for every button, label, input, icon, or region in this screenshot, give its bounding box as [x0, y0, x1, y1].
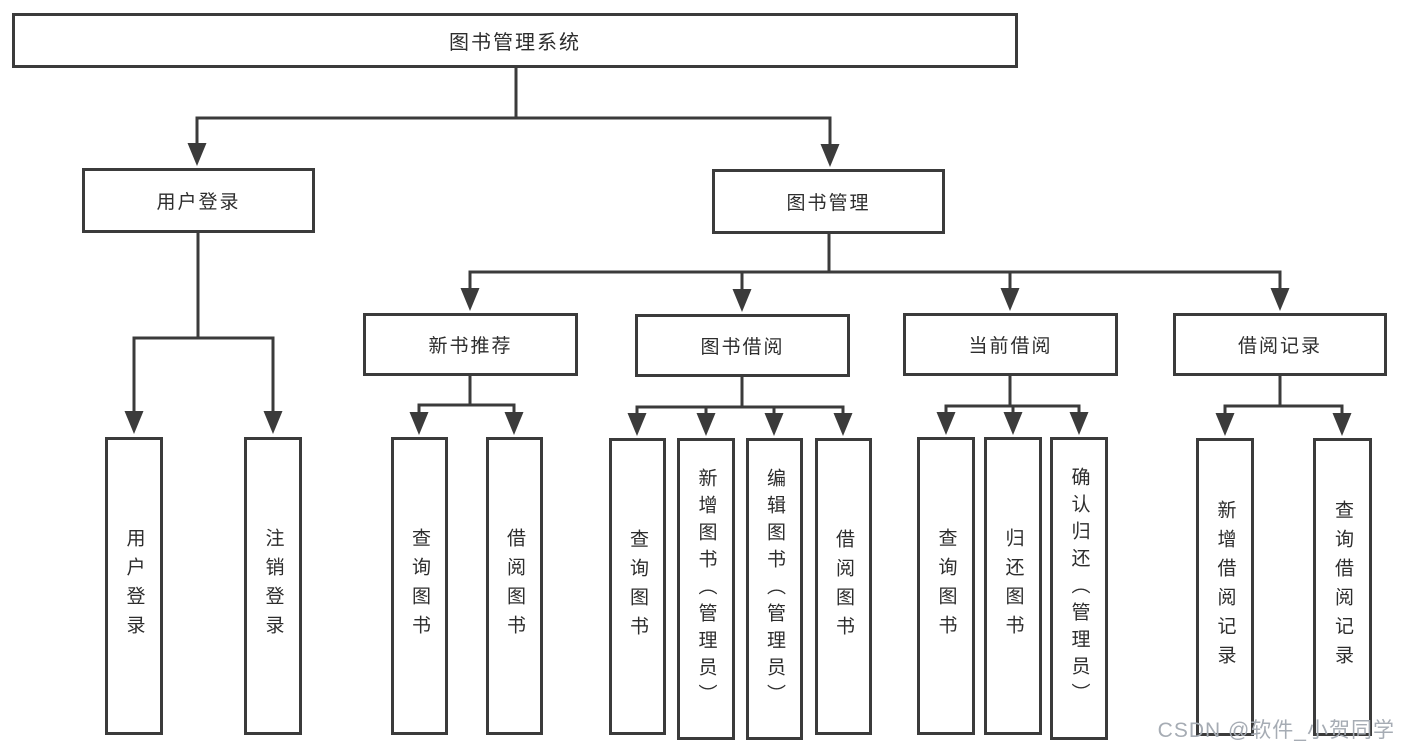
leaf-search-books-borrow: 查询图书	[609, 438, 666, 735]
leaf-logout-label: 注销登录	[262, 528, 284, 644]
node-book-borrow-label: 图书借阅	[700, 337, 785, 358]
node-current-borrow: 当前借阅	[903, 313, 1118, 376]
leaf-add-borrow-record-label: 新增借阅记录	[1214, 500, 1236, 674]
leaf-search-books-current: 查询图书	[917, 437, 975, 735]
leaf-return-book: 归还图书	[984, 437, 1042, 735]
node-root-system: 图书管理系统	[12, 13, 1018, 68]
leaf-add-book-admin: 新增图书（管理员）	[677, 438, 735, 740]
leaf-user-login: 用户登录	[105, 437, 163, 735]
leaf-search-books-current-label: 查询图书	[935, 528, 957, 644]
node-borrow-records: 借阅记录	[1173, 313, 1387, 376]
leaf-add-borrow-record: 新增借阅记录	[1196, 438, 1254, 736]
leaf-borrow-book: 借阅图书	[815, 438, 872, 735]
leaf-borrow-book-label: 借阅图书	[833, 528, 854, 645]
leaf-search-books-borrow-label: 查询图书	[627, 528, 648, 645]
csdn-watermark: CSDN @软件_小贺同学	[1157, 719, 1395, 742]
leaf-search-books-recommend-label: 查询图书	[409, 528, 430, 644]
node-borrow-records-label: 借阅记录	[1237, 336, 1322, 357]
leaf-edit-book-admin-label: 编辑图书（管理员）	[764, 467, 785, 711]
node-new-book-recommend-label: 新书推荐	[428, 336, 513, 357]
connector-paths	[132, 67, 1344, 417]
leaf-user-login-label: 用户登录	[123, 528, 145, 644]
node-book-management-label: 图书管理	[786, 193, 871, 214]
leaf-add-book-admin-label: 新增图书（管理员）	[695, 467, 717, 711]
leaf-return-book-label: 归还图书	[1002, 528, 1024, 644]
node-current-borrow-label: 当前借阅	[968, 336, 1053, 357]
leaf-borrow-book-recommend: 借阅图书	[486, 437, 543, 735]
leaf-logout: 注销登录	[244, 437, 302, 735]
leaf-search-books-recommend: 查询图书	[391, 437, 448, 735]
leaf-confirm-return-admin-label: 确认归还（管理员）	[1068, 467, 1090, 710]
leaf-search-borrow-record-label: 查询借阅记录	[1332, 500, 1353, 674]
leaf-borrow-book-recommend-label: 借阅图书	[504, 528, 525, 644]
connector-arrowheads	[124, 143, 1352, 436]
node-root-label: 图书管理系统	[449, 32, 581, 54]
leaf-search-borrow-record: 查询借阅记录	[1313, 438, 1372, 736]
node-user-login-label: 用户登录	[156, 192, 241, 213]
leaf-edit-book-admin: 编辑图书（管理员）	[746, 438, 803, 740]
node-new-book-recommend: 新书推荐	[363, 313, 578, 376]
node-user-login: 用户登录	[82, 168, 315, 233]
leaf-confirm-return-admin: 确认归还（管理员）	[1050, 437, 1108, 740]
node-book-borrow: 图书借阅	[635, 314, 850, 377]
node-book-management: 图书管理	[712, 169, 945, 234]
